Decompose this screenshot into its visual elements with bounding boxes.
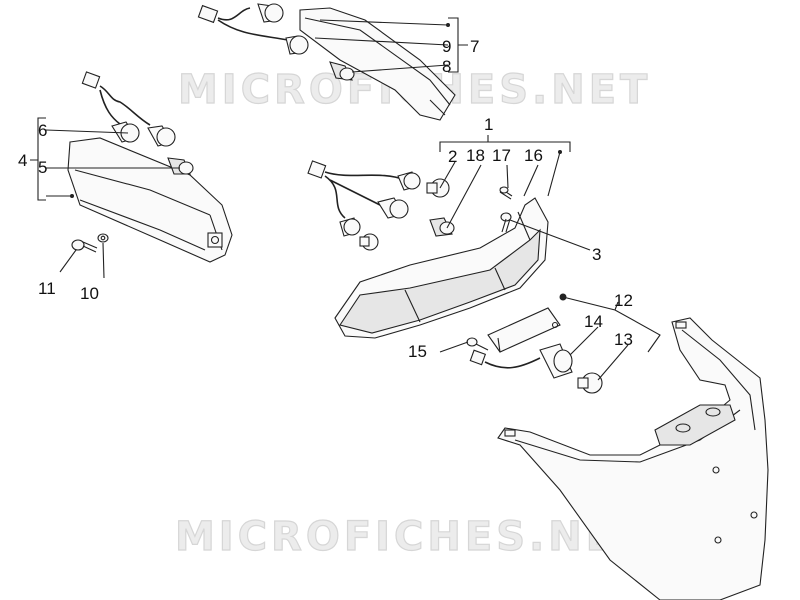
callout-1: 1 <box>484 115 493 134</box>
callout-4: 4 <box>18 151 27 170</box>
callout-18: 18 <box>466 146 485 165</box>
callout-16: 16 <box>524 146 543 165</box>
callout-3: 3 <box>592 245 601 264</box>
callout-2: 2 <box>448 147 457 166</box>
callout-6: 6 <box>38 121 47 140</box>
callout-14: 14 <box>584 312 603 331</box>
callout-9: 9 <box>442 37 451 56</box>
callout-7: 7 <box>470 37 479 56</box>
watermark-bottom: MICROFICHES.NET <box>175 514 648 560</box>
callout-13: 13 <box>614 330 633 349</box>
plate-light-assembly <box>466 307 603 394</box>
callout-8: 8 <box>442 57 451 76</box>
rear-mudguard <box>497 317 769 600</box>
callout-labels: 1 2 3 4 5 6 7 8 9 10 11 12 13 14 15 16 1… <box>18 37 633 361</box>
callout-11: 11 <box>38 279 56 298</box>
callout-12: 12 <box>614 291 633 310</box>
leader-lines <box>30 17 661 381</box>
callout-10: 10 <box>80 284 99 303</box>
callout-15: 15 <box>408 342 427 361</box>
callout-5: 5 <box>38 158 47 177</box>
callout-17: 17 <box>492 146 511 165</box>
screw-and-washer <box>71 233 109 253</box>
rear-light-assembly <box>307 160 549 339</box>
top-light-assembly <box>197 3 456 121</box>
left-light-assembly <box>67 71 233 263</box>
